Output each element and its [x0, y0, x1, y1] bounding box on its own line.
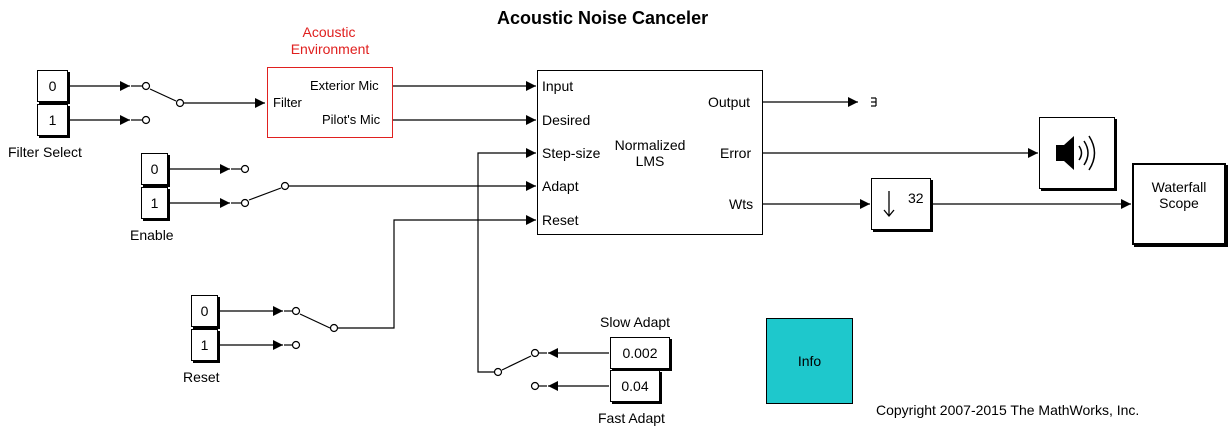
lms-in-port-desired: Desired — [542, 112, 591, 128]
filter-select-label: Filter Select — [8, 144, 82, 160]
reset-label: Reset — [183, 369, 220, 385]
terminator-icon — [871, 97, 877, 107]
info-label: Info — [797, 353, 822, 369]
slow-adapt-const[interactable]: 0.002 — [610, 337, 670, 369]
acoustic-environment-block[interactable] — [267, 67, 393, 138]
waterfall-label-line1: Waterfall — [1151, 179, 1207, 195]
lms-in-port-reset: Reset — [542, 212, 579, 228]
reset-const-0[interactable]: 0 — [191, 295, 218, 327]
reset-const-1[interactable]: 1 — [191, 329, 218, 361]
acoustic-out-port-pilot: Pilot's Mic — [322, 112, 381, 127]
waterfall-scope-block[interactable]: Waterfall Scope — [1132, 163, 1226, 245]
lms-label-line2: LMS — [635, 153, 665, 169]
audio-device-block[interactable] — [1039, 117, 1115, 189]
speaker-icon — [1056, 135, 1096, 171]
lms-out-port-wts: Wts — [729, 196, 754, 212]
enable-const-0[interactable]: 0 — [141, 153, 168, 185]
slow-adapt-label: Slow Adapt — [600, 314, 671, 330]
acoustic-label-line1: Acoustic — [302, 24, 356, 40]
fast-adapt-label: Fast Adapt — [598, 410, 665, 426]
lms-in-port-step-size: Step-size — [542, 145, 601, 161]
lms-out-port-error: Error — [720, 145, 752, 161]
enable-const-1[interactable]: 1 — [141, 187, 168, 219]
filter-select-const-1[interactable]: 1 — [37, 104, 68, 136]
lms-in-port-adapt: Adapt — [542, 178, 579, 194]
diagram-title: Acoustic Noise Canceler — [497, 8, 709, 28]
enable-label: Enable — [130, 227, 174, 243]
acoustic-in-port-filter: Filter — [273, 95, 302, 110]
lms-label-line1: Normalized — [614, 137, 686, 153]
copyright-text: Copyright 2007-2015 The MathWorks, Inc. — [876, 402, 1140, 418]
acoustic-out-port-exterior: Exterior Mic — [310, 78, 379, 93]
lms-in-port-input: Input — [542, 78, 574, 94]
fast-adapt-const[interactable]: 0.04 — [610, 370, 660, 402]
filter-select-const-0[interactable]: 0 — [37, 70, 68, 102]
down-arrow-icon — [883, 191, 895, 218]
normalized-lms-block[interactable] — [537, 70, 763, 235]
lms-out-port-output: Output — [708, 94, 751, 110]
downsample-factor: 32 — [908, 190, 924, 206]
waterfall-label-line2: Scope — [1159, 195, 1199, 211]
acoustic-label-line2: Environment — [290, 41, 370, 57]
downsample-block[interactable]: 32 — [871, 178, 931, 230]
info-block[interactable]: Info — [766, 318, 853, 404]
